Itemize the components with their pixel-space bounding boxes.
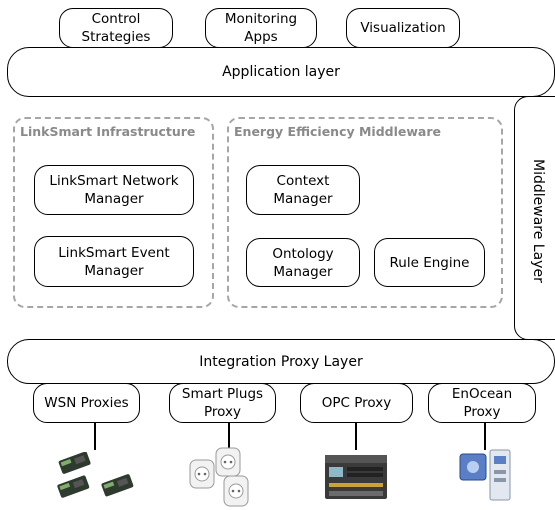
application-layer: Application layer — [7, 47, 555, 97]
linksmart-network-manager: LinkSmart Network Manager — [34, 165, 194, 215]
linksmart-infrastructure-title: LinkSmart Infrastructure — [20, 124, 196, 139]
energy-efficiency-middleware-group — [227, 117, 503, 308]
middleware-layer-label: Middleware Layer — [530, 159, 546, 283]
smart-plugs-connector — [228, 423, 230, 450]
wsn-connector — [94, 423, 96, 450]
smart-plugs-proxy-box: Smart Plugs Proxy — [169, 383, 276, 423]
opc-connector — [355, 423, 357, 450]
energy-efficiency-middleware-title: Energy Efficiency Middleware — [234, 124, 441, 139]
enocean-sensor-icon — [459, 449, 511, 501]
wsn-proxies-box: WSN Proxies — [33, 383, 140, 423]
enocean-proxy-box: EnOcean Proxy — [428, 383, 536, 423]
control-strategies-box: Control Strategies — [59, 8, 173, 48]
monitoring-apps-box: Monitoring Apps — [205, 8, 317, 48]
integration-proxy-layer: Integration Proxy Layer — [7, 339, 555, 384]
context-manager: Context Manager — [246, 165, 360, 215]
smart-plugs-icon — [189, 447, 249, 507]
middleware-layer-box: Middleware Layer — [514, 96, 555, 340]
enocean-connector — [484, 423, 486, 450]
plc-controller-icon — [325, 455, 387, 499]
ontology-manager: Ontology Manager — [246, 238, 360, 287]
linksmart-infrastructure-group — [13, 117, 214, 308]
visualization-box: Visualization — [346, 8, 460, 48]
rule-engine: Rule Engine — [374, 238, 485, 287]
opc-proxy-box: OPC Proxy — [300, 383, 413, 423]
linksmart-event-manager: LinkSmart Event Manager — [34, 236, 194, 287]
wsn-nodes-icon — [57, 452, 134, 498]
